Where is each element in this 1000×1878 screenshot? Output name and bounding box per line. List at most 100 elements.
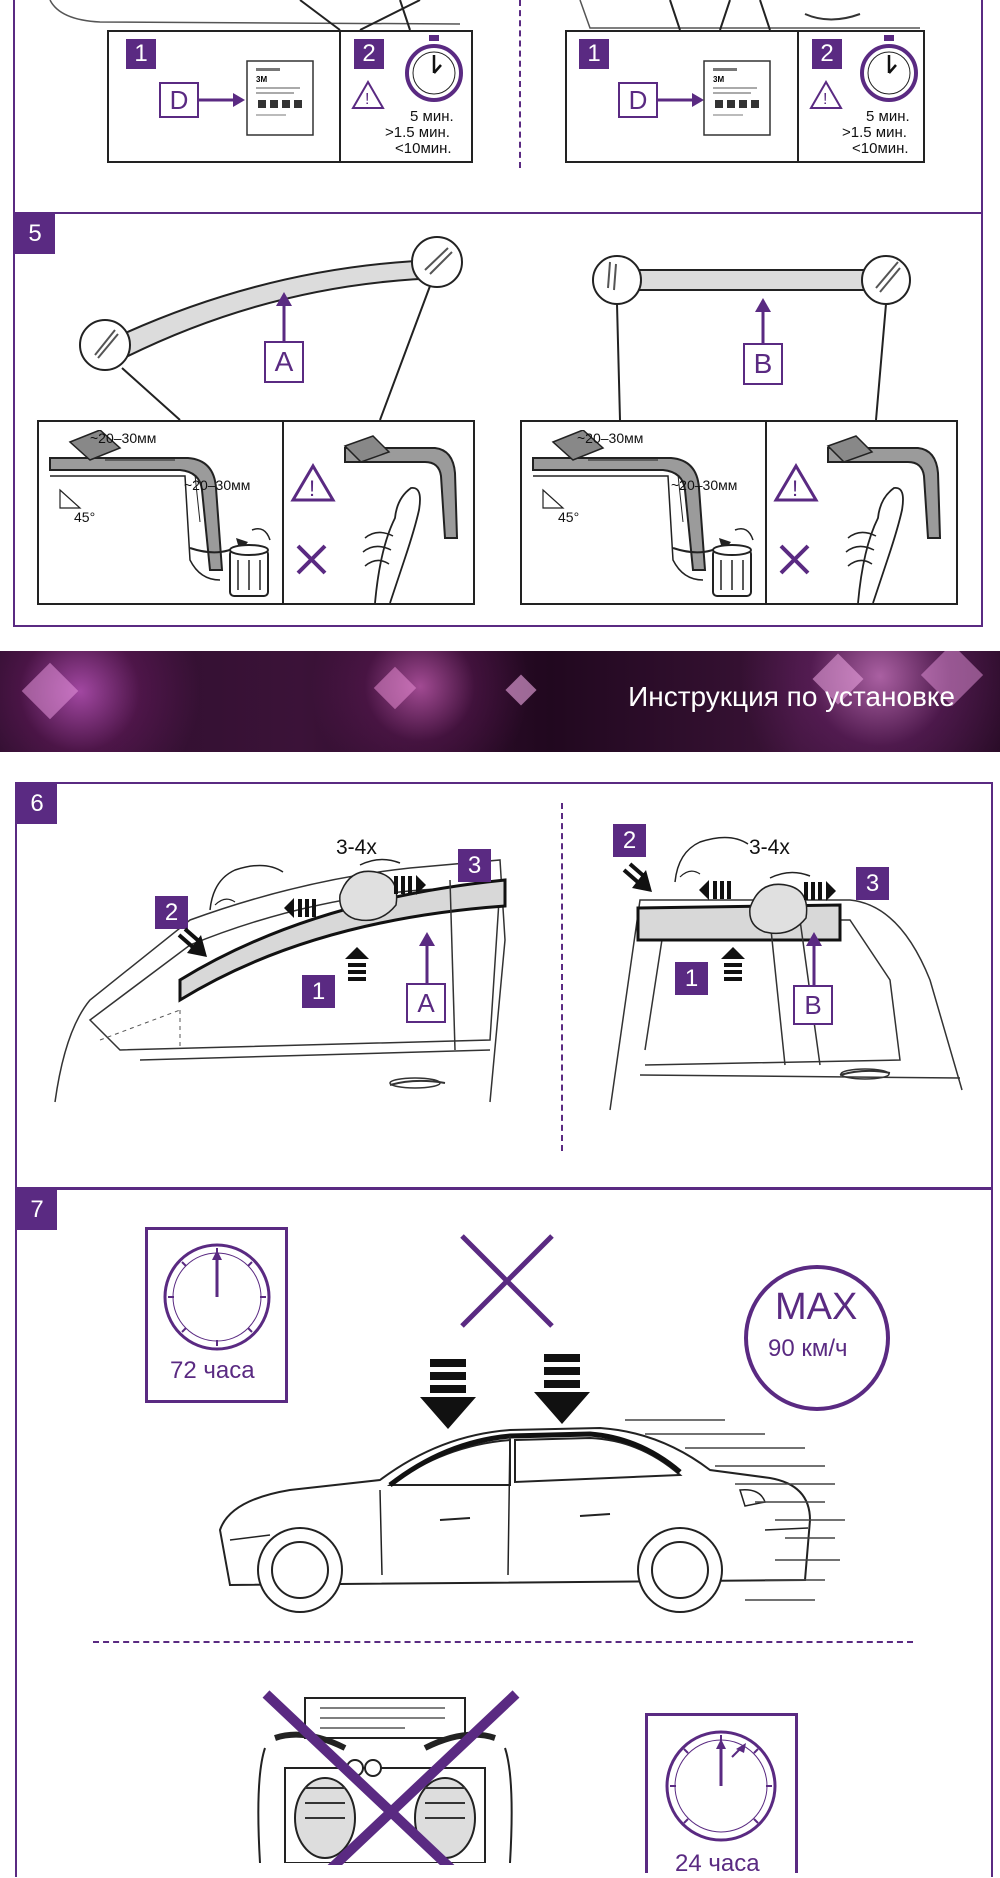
- max-label: MAX: [775, 1286, 858, 1328]
- visor-b-illustration: [592, 255, 911, 421]
- wait-72h-box: [145, 1227, 288, 1403]
- hand-cloth-illustration: [339, 858, 401, 922]
- warning-icon: !: [809, 80, 843, 109]
- step4-left-num1: 1: [126, 39, 156, 69]
- svg-text:3M: 3M: [256, 75, 267, 84]
- step6-left-repeat: 3-4х: [336, 836, 377, 859]
- step6-right-marker2: 2: [613, 824, 646, 857]
- step5-number: 5: [15, 214, 55, 254]
- step6-frame: [15, 782, 993, 1190]
- step4-right-num2: 2: [812, 39, 842, 69]
- step4-right-time-min: >1.5 мин.: [842, 124, 907, 141]
- step4-right-num1: 1: [579, 39, 609, 69]
- arrow-icon: [658, 93, 704, 107]
- step4-right-time-main: 5 мин.: [866, 108, 910, 125]
- step5-left-detail-divider: [282, 420, 284, 605]
- hand-peel-illustration: [209, 864, 284, 911]
- clock-icon: [665, 1730, 777, 1842]
- banner-decoration: [505, 674, 537, 706]
- step4-right-panel-divider: [797, 30, 799, 163]
- step4-divider: [519, 0, 521, 168]
- step6-left-marker1: 1: [302, 975, 335, 1008]
- step5-right-dim-vertical: ~20–30мм: [671, 477, 738, 493]
- svg-text:!: !: [309, 476, 315, 501]
- instruction-sheet-icon: 3M: [703, 60, 771, 136]
- cross-icon: [460, 1234, 554, 1328]
- step7-number: 7: [17, 1190, 57, 1230]
- banner-title: Инструкция по установке: [628, 681, 955, 712]
- step4-left-time-main: 5 мин.: [410, 108, 454, 125]
- speed-lines-icon: [625, 1419, 845, 1601]
- step5-right-angle: 45°: [558, 509, 580, 525]
- arrow-icon: [721, 947, 745, 981]
- arrow-icon: [177, 927, 207, 957]
- hand-press-illustration: !: [773, 435, 942, 603]
- step4-left-panel: [107, 30, 473, 163]
- step6-right-part-label: B: [793, 985, 833, 1025]
- car-fragment-left: [49, 0, 461, 31]
- step6-left-part-label: A: [406, 983, 446, 1023]
- step6-number: 6: [17, 784, 57, 824]
- arrow-icon: [804, 881, 836, 901]
- adhesive-tape-peel-illustration: [532, 430, 754, 597]
- car-wash-icon: [257, 1697, 513, 1863]
- step6-right-marker3: 3: [856, 867, 889, 900]
- step6-divider: [561, 803, 563, 1151]
- step6-left-marker3: 3: [458, 849, 491, 882]
- step6-left-marker2: 2: [155, 896, 188, 929]
- step4-right-time-max: <10мин.: [852, 140, 909, 157]
- visor-a-illustration: [79, 236, 463, 421]
- step6-right-repeat: 3-4х: [749, 836, 790, 859]
- max-speed-sign: [744, 1265, 890, 1411]
- arrow-icon: [345, 947, 369, 981]
- visor-part-b-label: B: [743, 343, 783, 385]
- speed-label: 90 км/ч: [768, 1335, 848, 1362]
- wait-24h-label: 24 часа: [675, 1850, 760, 1877]
- step5-right-detail: [520, 420, 958, 605]
- car-door-left-illustration: [54, 859, 507, 1103]
- step5-right-dim-horizontal: ~20–30мм: [577, 430, 644, 446]
- pressure-arrow-icon: [534, 1354, 590, 1424]
- banner-decoration: [373, 666, 417, 710]
- step5-left-dim-horizontal: ~20–30мм: [90, 430, 157, 446]
- wait-24h-box: [645, 1713, 798, 1873]
- svg-text:!: !: [792, 476, 798, 501]
- car-fragment-right: [579, 0, 920, 31]
- step4-left-time-max: <10мин.: [395, 140, 452, 157]
- step4-left-time-min: >1.5 мин.: [385, 124, 450, 141]
- adhesive-tape-peel-illustration: [49, 430, 271, 597]
- car-icon: [218, 1426, 812, 1613]
- hand-press-illustration: !: [290, 435, 459, 603]
- arrow-icon: [284, 898, 316, 918]
- arrow-icon: [622, 862, 652, 892]
- svg-text:3M: 3M: [713, 75, 724, 84]
- step4-left-panel-divider: [339, 30, 341, 163]
- arrow-icon: [755, 298, 771, 348]
- stopwatch-icon: [860, 35, 918, 102]
- arrow-icon: [699, 880, 731, 900]
- step4-left-num2: 2: [354, 39, 384, 69]
- banner-decoration: [21, 662, 79, 720]
- step6-right-marker1: 1: [675, 962, 708, 995]
- clock-icon: [163, 1243, 271, 1351]
- section-banner: Инструкция по установке: [0, 651, 1000, 752]
- svg-text:!: !: [365, 91, 369, 108]
- cross-icon: [262, 1690, 520, 1865]
- step4-left-part-d: D: [159, 82, 199, 118]
- step5-left-detail: [37, 420, 475, 605]
- instruction-sheet-icon: 3M: [246, 60, 314, 136]
- arrow-icon: [394, 875, 426, 895]
- arrow-icon: [806, 932, 822, 988]
- step4-right-part-d: D: [618, 82, 658, 118]
- arrow-icon: [276, 292, 292, 342]
- visor-part-a-label: A: [264, 341, 304, 383]
- step5-frame: [13, 212, 983, 627]
- hand-cloth-illustration: [749, 871, 811, 935]
- step5-right-detail-divider: [765, 420, 767, 605]
- stopwatch-icon: [405, 35, 463, 102]
- warning-icon: !: [351, 80, 385, 109]
- arrow-icon: [199, 93, 245, 107]
- step7-frame: [15, 1187, 993, 1877]
- pressure-arrow-icon: [420, 1359, 476, 1429]
- step5-left-angle: 45°: [74, 509, 96, 525]
